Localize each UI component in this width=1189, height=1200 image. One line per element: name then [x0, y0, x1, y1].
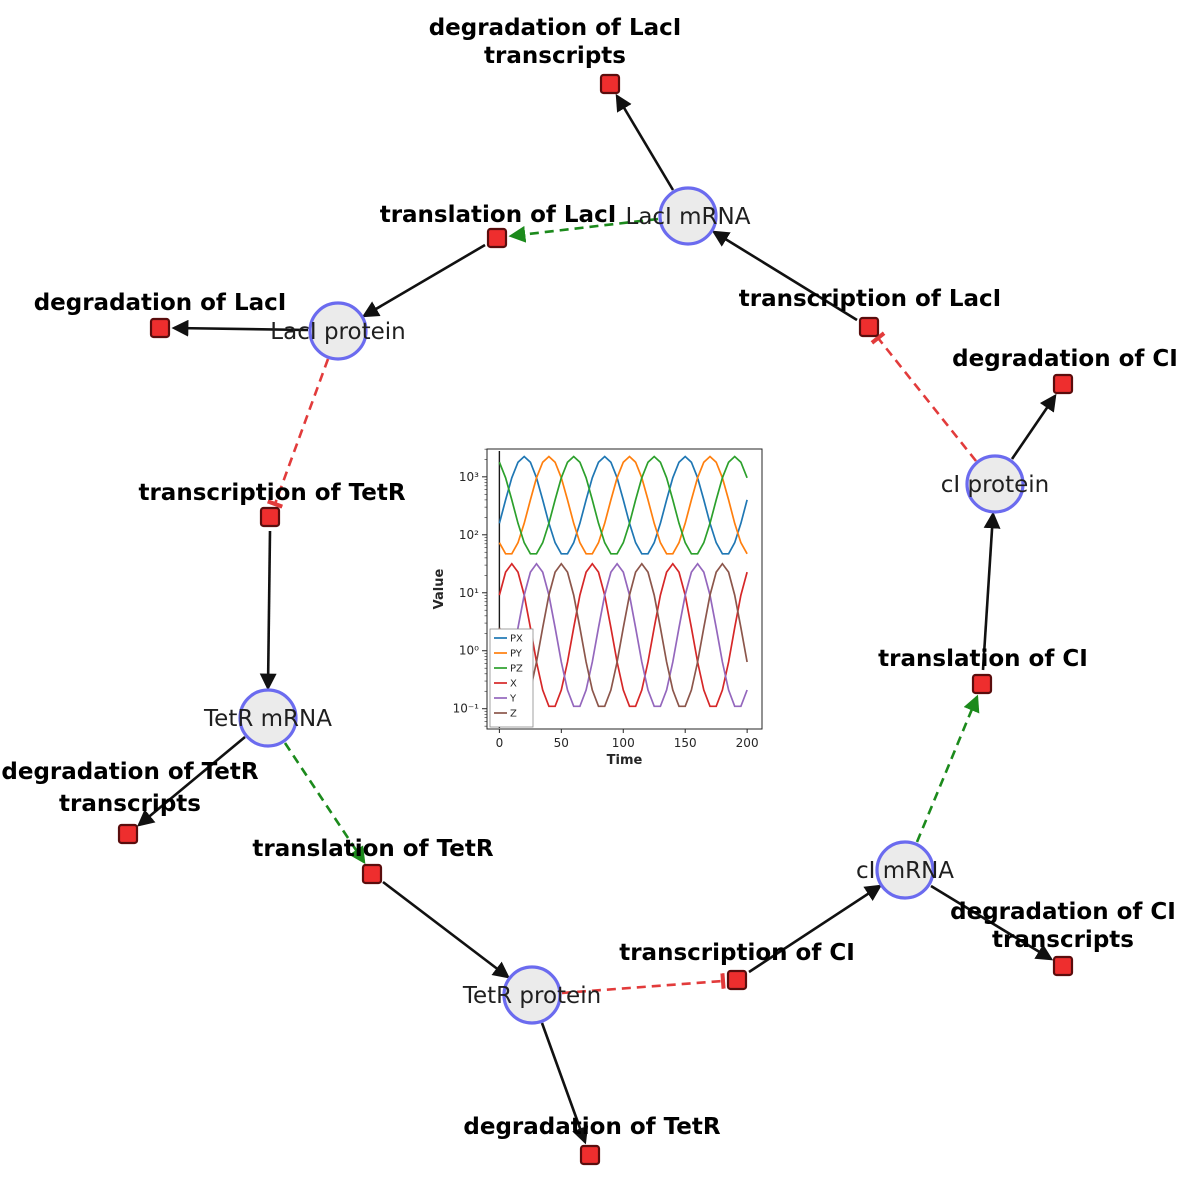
y-axis-label: Value [432, 568, 447, 609]
edge-tetr-mrna-catalyzes-translation [283, 742, 366, 865]
reaction-label-deg-tetr-transcripts-2: transcripts [59, 791, 201, 817]
reaction-node-deg-laci[interactable] [149, 317, 171, 339]
reaction-nodes [117, 73, 1074, 1166]
reaction-node-deg-ci[interactable] [1052, 373, 1074, 395]
reaction-node-transcription-laci[interactable] [858, 316, 880, 338]
y-tick-label: 10⁻¹ [453, 702, 480, 716]
series-Z [498, 562, 748, 708]
legend-label-PX: PX [510, 634, 523, 645]
species-node-ci-protein[interactable] [965, 454, 1025, 514]
reaction-node-deg-laci-transcripts[interactable] [599, 73, 621, 95]
edge-tetr-mrna-to-deg-transcripts [137, 735, 246, 827]
species-node-tetr-mrna[interactable] [238, 688, 298, 748]
reaction-node-deg-tetr[interactable] [579, 1144, 601, 1166]
edge-translation-laci-to-laci-protein [361, 243, 486, 318]
reaction-label-deg-ci-transcripts-2: transcripts [992, 927, 1134, 953]
legend-label-X: X [510, 679, 517, 690]
reaction-node-transcription-ci[interactable] [726, 969, 748, 991]
reaction-node-transcription-tetr[interactable] [259, 506, 281, 528]
edge-tetr-protein-inhibits-transcription-ci [561, 973, 726, 995]
edge-ci-protein-to-deg-ci [1010, 393, 1057, 460]
reaction-label-translation-tetr: translation of TetR [252, 836, 493, 862]
reaction-label-transcription-ci: transcription of CI [619, 940, 855, 966]
series-Y [498, 562, 748, 708]
edge-laci-protein-to-deg-laci [171, 319, 309, 337]
x-tick-label: 50 [554, 736, 569, 750]
series-PZ [498, 455, 748, 555]
edge-transcription-tetr-to-tetr-mrna [259, 530, 277, 691]
edge-ci-mrna-catalyzes-translation [915, 694, 980, 843]
edge-tetr-protein-to-deg-tetr [540, 1022, 589, 1145]
edge-laci-mrna-to-deg-transcripts [615, 93, 675, 191]
species-label-tetr-mrna: TetR mRNA [203, 706, 332, 732]
reaction-label-deg-laci-transcripts-2: transcripts [484, 43, 626, 69]
edge-translation-tetr-to-tetr-protein [382, 880, 511, 979]
x-axis-label: Time [607, 753, 643, 768]
edge-laci-mrna-catalyzes-translation [508, 217, 659, 243]
y-tick-label: 10⁰ [459, 644, 479, 658]
reaction-node-deg-ci-transcripts[interactable] [1052, 955, 1074, 977]
y-tick-label: 10³ [459, 470, 479, 484]
legend-label-Z: Z [510, 709, 517, 720]
species-label-laci-protein: LacI protein [270, 319, 405, 345]
reaction-label-deg-tetr-transcripts-1: degradation of TetR [1, 759, 258, 785]
species-label-ci-mrna: cI mRNA [856, 858, 954, 884]
x-tick-label: 150 [674, 736, 697, 750]
reaction-label-deg-ci: degradation of CI [952, 346, 1178, 372]
y-tick-label: 10¹ [459, 586, 479, 600]
x-tick-label: 0 [496, 736, 504, 750]
series-PX [498, 455, 748, 555]
edges [137, 93, 1057, 1145]
edge-translation-ci-to-ci-protein [981, 511, 1001, 671]
labels: LacI mRNA LacI protein TetR mRNA TetR pr… [1, 15, 1177, 1140]
reaction-label-transcription-laci: transcription of LacI [739, 286, 1002, 312]
reaction-label-deg-ci-transcripts-1: degradation of CI [950, 899, 1176, 925]
x-tick-label: 200 [736, 736, 759, 750]
edge-ci-mrna-to-deg-transcripts [930, 884, 1054, 961]
reaction-label-deg-laci: degradation of LacI [34, 290, 287, 316]
reaction-node-translation-tetr[interactable] [361, 863, 383, 885]
species-node-laci-mrna[interactable] [658, 186, 718, 246]
reaction-node-translation-laci[interactable] [486, 227, 508, 249]
y-tick-label: 10² [459, 528, 479, 542]
legend-label-Y: Y [509, 694, 517, 705]
series-PY [498, 455, 748, 555]
species-label-tetr-protein: TetR protein [462, 983, 601, 1009]
reaction-label-deg-tetr: degradation of TetR [463, 1114, 720, 1140]
legend-label-PY: PY [510, 649, 523, 660]
species-node-laci-protein[interactable] [308, 301, 368, 361]
reaction-node-translation-ci[interactable] [971, 673, 993, 695]
edge-transcription-laci-to-laci-mrna [711, 230, 858, 322]
reaction-node-deg-tetr-transcripts[interactable] [117, 823, 139, 845]
legend-box [489, 628, 534, 728]
x-tick-label: 100 [612, 736, 635, 750]
species-node-tetr-protein[interactable] [502, 965, 562, 1025]
reaction-label-transcription-tetr: transcription of TetR [138, 480, 405, 506]
reaction-label-translation-laci: translation of LacI [380, 202, 617, 228]
species-label-laci-mrna: LacI mRNA [626, 204, 751, 230]
series-X [498, 562, 748, 708]
species-label-ci-protein: cI protein [941, 472, 1050, 498]
species-node-ci-mrna[interactable] [875, 840, 935, 900]
edge-laci-protein-inhibits-transcription-tetr [266, 358, 330, 509]
reaction-label-translation-ci: translation of CI [878, 646, 1088, 672]
reaction-label-deg-laci-transcripts-1: degradation of LacI [429, 15, 682, 41]
species-nodes [238, 186, 1025, 1025]
edge-transcription-ci-to-ci-mrna [748, 884, 883, 974]
legend-label-PZ: PZ [510, 664, 523, 675]
edge-ci-protein-inhibits-transcription-laci [870, 331, 978, 462]
